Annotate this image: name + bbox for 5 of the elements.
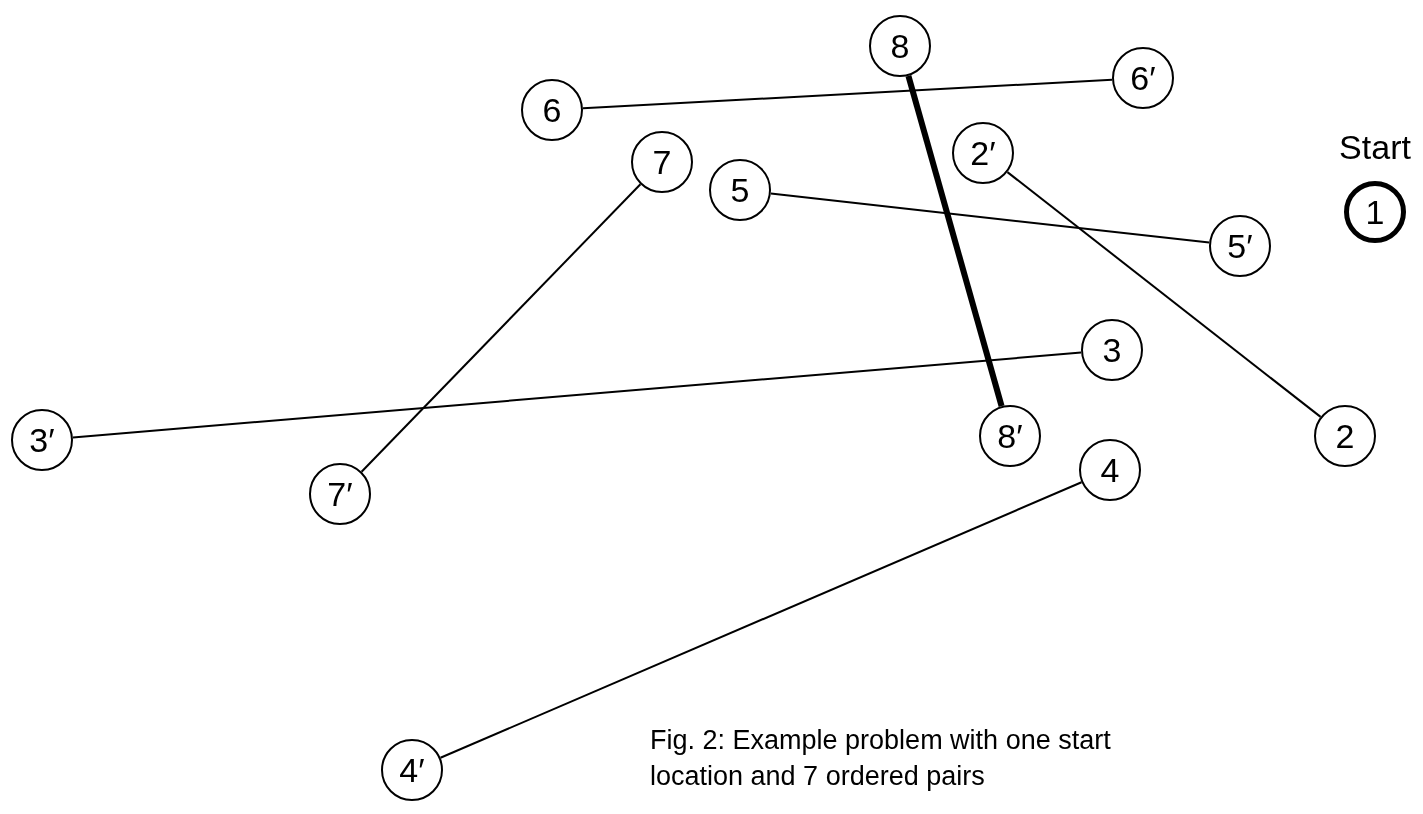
connector-line <box>360 183 642 473</box>
connector-line <box>905 75 1005 407</box>
figure-caption: Fig. 2: Example problem with one start location and 7 ordered pairs <box>650 724 1112 793</box>
start-label: Start <box>1339 130 1411 164</box>
connector-line <box>1006 171 1322 418</box>
